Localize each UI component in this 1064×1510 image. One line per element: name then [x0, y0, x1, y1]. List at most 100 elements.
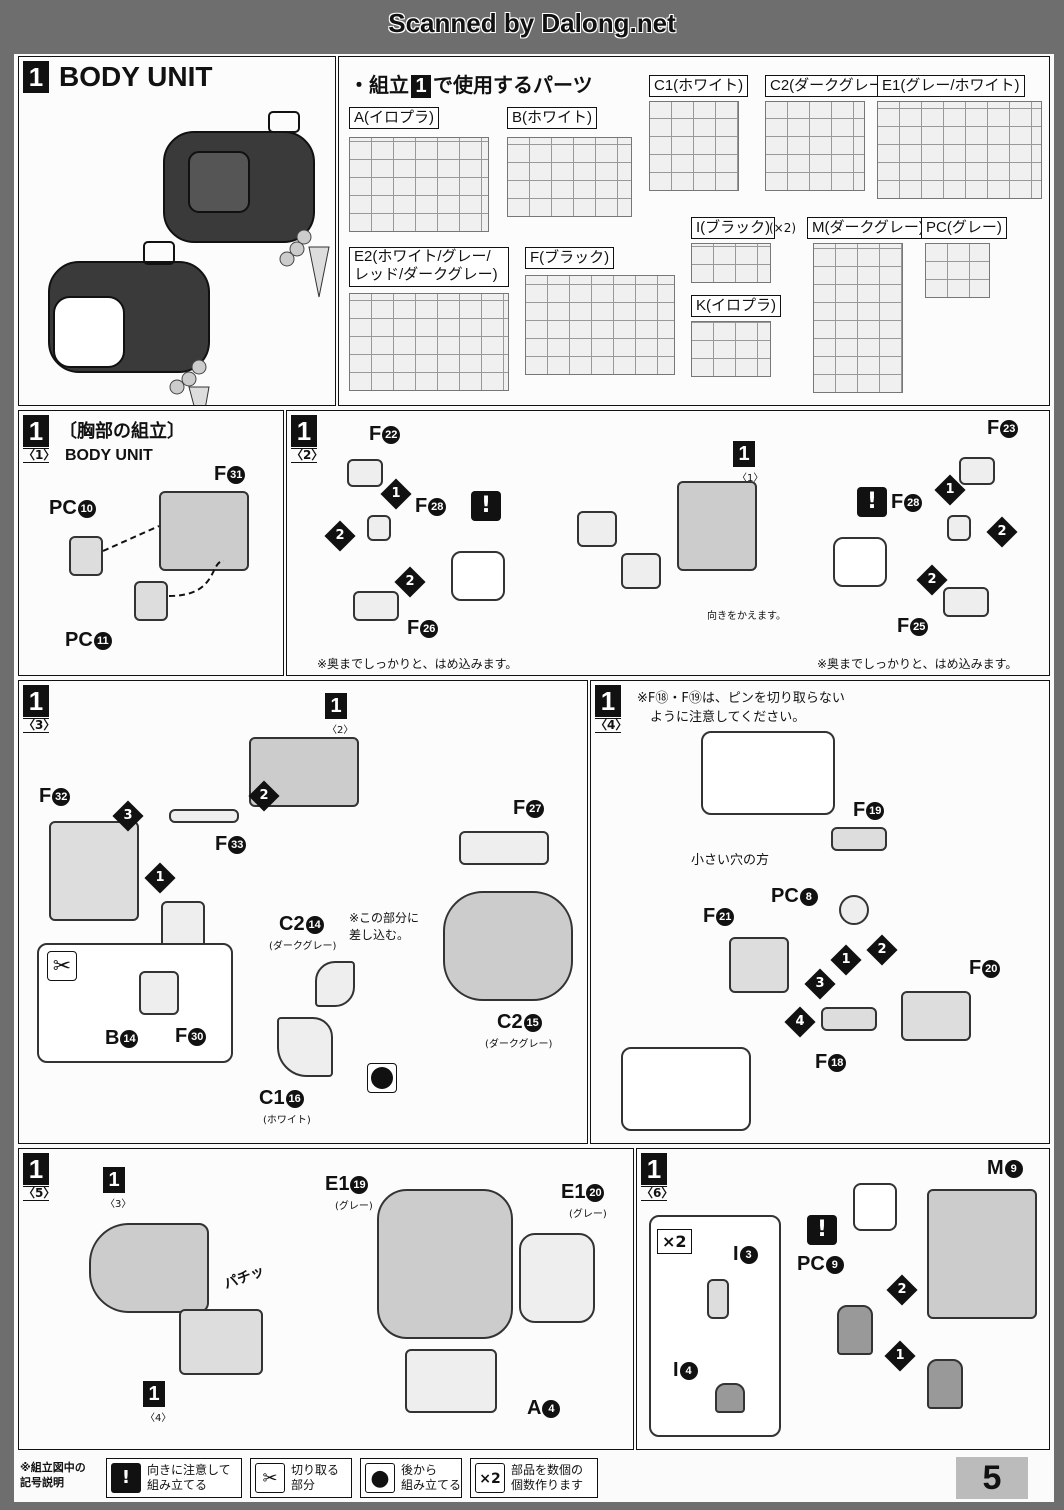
pin-callout-bottom	[621, 1047, 751, 1131]
runner-label-e1: E1(グレー/ホワイト)	[877, 75, 1025, 97]
i3-part	[707, 1279, 729, 1319]
assembly-arrows	[102, 525, 225, 597]
chest-assembly-part	[249, 737, 359, 807]
note-small-hole: 小さい穴の方	[691, 853, 770, 868]
legend-multiple: ×2 部品を数個の 個数作ります	[470, 1458, 598, 1498]
c1-16-part	[277, 1017, 333, 1077]
step-4-assembly-part	[179, 1309, 263, 1375]
runner-m	[813, 243, 903, 393]
note-insert: ※この部分に 差し込む。	[349, 911, 420, 942]
part-e1-20-color: (グレー)	[569, 1209, 607, 1220]
f21-part	[729, 937, 789, 993]
legend-later-text: 後から 組み立てる	[401, 1463, 462, 1492]
times-two-icon: ×2	[475, 1463, 505, 1493]
f33-part	[169, 809, 239, 823]
f30-part	[139, 971, 179, 1015]
f19-part	[831, 827, 887, 851]
step-title-jp: 〔胸部の組立〕	[59, 421, 185, 441]
f28-part-right	[947, 515, 971, 541]
torso-part	[443, 891, 573, 1001]
part-c1-16-color: (ホワイト)	[263, 1115, 311, 1126]
substep-number: 〈3〉	[23, 718, 56, 733]
torso-assembly-part	[89, 1223, 209, 1313]
runner-b	[507, 137, 632, 217]
sequence-1: 1	[830, 944, 862, 976]
f20-part	[901, 991, 971, 1041]
f28-part	[367, 515, 391, 541]
step-number: 1	[641, 1153, 667, 1185]
ref-step-number: 1	[325, 693, 347, 719]
f23-part	[959, 457, 995, 485]
pc10-part	[69, 536, 103, 576]
note-pins: ※F⑱・F⑲は、ピンを切り取らない ように注意してください。	[637, 691, 845, 725]
parts-heading-step: 1	[411, 75, 431, 98]
legend-multiple-text: 部品を数個の 個数作ります	[511, 1463, 584, 1492]
runner-label-c1: C1(ホワイト)	[649, 75, 749, 97]
ref-substep-3: 〈3〉	[105, 1199, 132, 1210]
runner-e2	[349, 293, 509, 391]
runner-label-a: A(イロプラ)	[349, 107, 439, 129]
pc9-callout	[853, 1183, 897, 1231]
page-number: 5	[956, 1457, 1028, 1499]
runner-pc	[925, 243, 990, 298]
runner-c1	[649, 101, 739, 191]
body-unit-header-panel: 1 BODY UNIT	[18, 56, 336, 406]
pc11-part	[134, 581, 168, 621]
ref-step-number: 1	[733, 441, 755, 467]
legend-cut: ✂ 切り取る 部分	[250, 1458, 352, 1498]
right-hinge-part	[621, 553, 661, 589]
runner-f	[525, 275, 675, 375]
note-left: ※奥までしっかりと、はめ込みます。	[317, 657, 518, 671]
orientation-warning-icon: !	[471, 491, 501, 521]
i4-part	[715, 1383, 745, 1413]
assemble-later-icon	[367, 1063, 397, 1093]
pc8-part	[839, 895, 869, 925]
runner-label-c2: C2(ダークグレー)	[765, 75, 894, 97]
sequence-2: 2	[866, 934, 898, 966]
f18-part	[821, 1007, 877, 1031]
step-number: 1	[291, 415, 317, 447]
m9-part	[927, 1189, 1037, 1319]
runner-label-pc: PC(グレー)	[921, 217, 1007, 239]
chest-frame-part	[677, 481, 757, 571]
scan-watermark: Scanned by Dalong.net	[0, 0, 1064, 54]
f32-part	[49, 821, 139, 921]
step-number: 1	[23, 415, 49, 447]
legend-orientation-text: 向きに注意して 組み立てる	[147, 1463, 231, 1492]
step-number: 1	[595, 685, 621, 717]
runner-i	[691, 243, 771, 283]
sequence-2b: 2	[394, 566, 426, 598]
ref-substep: 〈2〉	[327, 725, 354, 736]
f27-part	[459, 831, 549, 865]
times-two-badge: ×2	[657, 1229, 692, 1254]
sequence-1: 1	[380, 478, 412, 510]
runner-i-count: (×2)	[769, 221, 797, 235]
sequence-2: 2	[248, 780, 280, 812]
runner-label-f: F(ブラック)	[525, 247, 615, 269]
section-title: BODY UNIT	[59, 61, 213, 92]
body-assembly-part	[377, 1189, 513, 1339]
